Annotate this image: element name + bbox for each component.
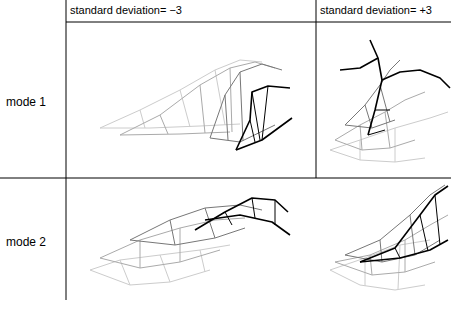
column-header: standard deviation= +3 — [320, 4, 432, 17]
wireframe-family — [330, 185, 448, 290]
wireframe-family — [330, 40, 450, 162]
column-header: standard deviation= −3 — [70, 4, 182, 17]
wireframe-family — [100, 60, 292, 150]
grid-lines — [0, 0, 451, 300]
wireframe-family — [90, 198, 290, 285]
row-label: mode 2 — [6, 236, 46, 249]
row-label: mode 1 — [6, 96, 46, 109]
